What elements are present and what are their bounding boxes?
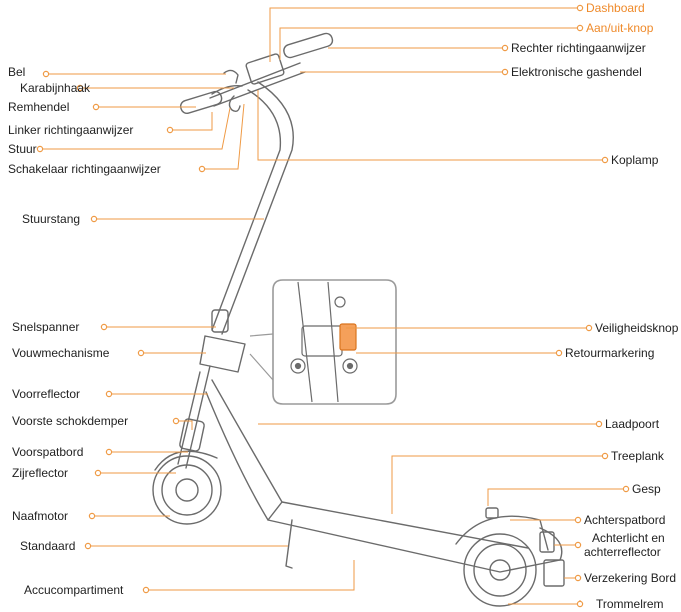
label-gesp: Gesp [632, 482, 661, 496]
hook [228, 95, 241, 113]
front-wheel [152, 455, 222, 525]
label-achterspatbord: Achterspatbord [584, 513, 666, 527]
leader-lines [40, 7, 626, 605]
rear-fender [455, 515, 549, 551]
label-retourmarkering: Retourmarkering [565, 346, 655, 360]
label-snelspanner: Snelspanner [12, 320, 80, 334]
stem [221, 81, 294, 335]
label-elektronische-gashendel: Elektronische gashendel [511, 65, 642, 79]
label-karabijnhaak: Karabijnhaak [20, 81, 91, 95]
label-vouwmechanisme: Vouwmechanisme [12, 346, 110, 360]
rear-light [539, 531, 555, 553]
front-shock [179, 418, 205, 452]
label-achterlicht-line1: Achterlicht en [592, 531, 665, 545]
kickstand [285, 519, 293, 569]
right-grip [283, 32, 334, 59]
label-bel: Bel [8, 65, 26, 79]
label-treeplank: Treeplank [611, 449, 664, 463]
folding-detail-inset [249, 279, 397, 405]
left-grip [179, 90, 223, 115]
brake-lever [211, 84, 243, 95]
label-dashboard: Dashboard [586, 1, 645, 15]
buckle [485, 507, 499, 519]
label-remhendel: Remhendel [8, 100, 70, 114]
label-achterlicht-line2: achterreflector [584, 545, 661, 559]
label-trommelrem: Trommelrem [596, 597, 664, 611]
leader-dots [36, 4, 630, 608]
bell [223, 69, 239, 84]
quick-release [211, 309, 229, 333]
label-accucompartiment: Accucompartiment [24, 583, 124, 597]
scooter-drawing [152, 32, 565, 607]
label-koplamp: Koplamp [611, 153, 659, 167]
label-aan-uit-knop: Aan/uit-knop [586, 21, 654, 35]
label-schakelaar-richtingaanwijzer: Schakelaar richtingaanwijzer [8, 162, 161, 176]
label-standaard: Standaard [20, 539, 76, 553]
label-laadpoort: Laadpoort [605, 417, 660, 431]
rear-wheel [463, 533, 537, 607]
label-stuurstang: Stuurstang [22, 212, 81, 226]
label-verzekering-bord: Verzekering Bord [584, 571, 677, 585]
label-naafmotor: Naafmotor [12, 509, 69, 523]
label-voorspatbord: Voorspatbord [12, 445, 84, 459]
label-voorste-schokdemper: Voorste schokdemper [12, 414, 129, 428]
label-voorreflector: Voorreflector [12, 387, 81, 401]
label-rechter-richtingaanwijzer: Rechter richtingaanwijzer [511, 41, 646, 55]
handlebar [209, 62, 301, 99]
label-linker-richtingaanwijzer: Linker richtingaanwijzer [8, 123, 134, 137]
fold-joint [199, 335, 246, 373]
plate-holder [543, 559, 565, 587]
dashboard-unit [245, 53, 285, 85]
label-stuur: Stuur [8, 142, 37, 156]
label-veiligheidsknop: Veiligheidsknop [595, 321, 679, 335]
label-zijreflector: Zijreflector [12, 466, 69, 480]
